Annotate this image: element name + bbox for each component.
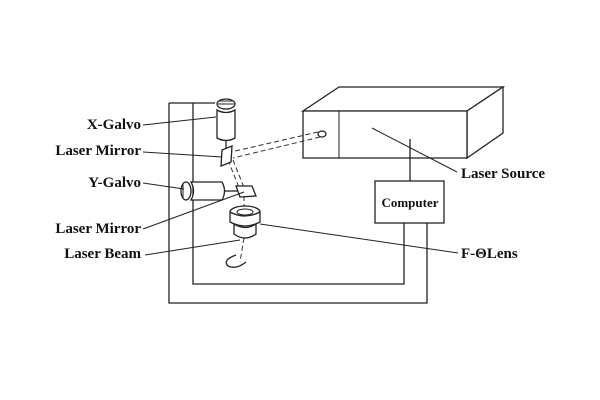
beam-source-to-xmirror-b [232,136,321,159]
leader-y-galvo [142,182,185,190]
beam-xmirror-to-ymirror-a [227,159,241,191]
y-mirror [235,185,257,198]
label-laser-mirror-2: Laser Mirror [55,221,141,237]
beam-source-to-xmirror-a [230,131,319,153]
leader-laser-mirror-2 [142,191,245,230]
label-laser-mirror-1: Laser Mirror [55,143,141,159]
base-frame-outer [168,103,428,304]
y-galvo-motor [180,181,238,201]
lens-barrel [233,222,257,239]
leader-laser-source [371,127,458,173]
x-galvo-motor [216,98,236,150]
label-f-theta-lens: F-ΘLens [461,246,518,262]
leader-laser-beam [144,239,241,256]
x-galvo-body [216,108,236,142]
f-theta-lens [229,205,261,239]
leader-x-galvo [142,116,217,126]
leader-lines [142,116,459,256]
computer-label: Computer [381,195,438,210]
computer-box-rect [374,180,445,224]
marking-curve [225,254,247,268]
laser-source-box [300,85,506,160]
lens-top-inner [236,208,254,216]
leader-f-theta-lens [259,223,459,254]
leader-laser-mirror-1 [142,151,223,158]
x-mirror [220,145,233,167]
computer-box: Computer [374,180,445,224]
beam-xmirror-to-ymirror-b [232,159,246,191]
label-x-galvo: X-Galvo [87,117,141,133]
label-laser-source: Laser Source [461,166,545,182]
y-galvo-body [189,181,226,201]
beam-lens-to-work [239,237,245,263]
label-y-galvo: Y-Galvo [88,175,141,191]
label-laser-beam: Laser Beam [64,246,141,262]
laser-aperture [317,130,327,138]
